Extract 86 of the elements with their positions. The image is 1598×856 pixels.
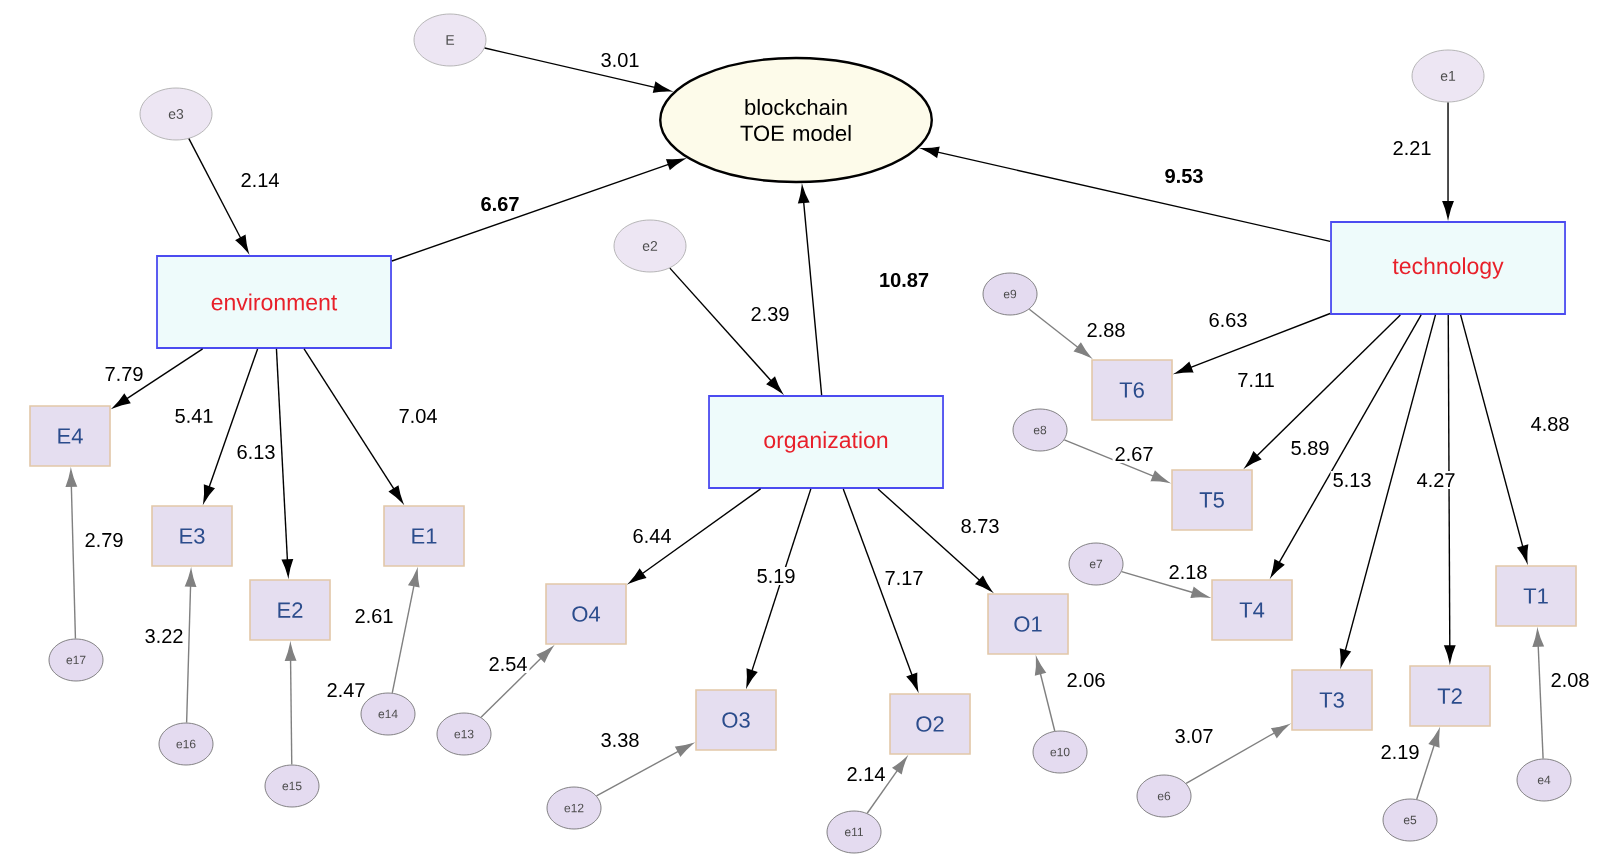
construct-box: technology — [1330, 221, 1566, 315]
indicator-box: T3 — [1291, 669, 1373, 731]
indicator-box: O1 — [987, 593, 1069, 655]
arrow — [391, 569, 420, 694]
arrow — [1120, 570, 1209, 598]
arrow — [184, 569, 197, 724]
edge-label: 2.06 — [1064, 670, 1108, 690]
edge-label: 2.54 — [486, 654, 530, 674]
arrow — [1028, 308, 1091, 358]
edge-label: 3.07 — [1172, 726, 1216, 746]
arrow — [1442, 101, 1454, 219]
indicator-box: E3 — [151, 505, 233, 567]
arrow — [669, 267, 783, 394]
arrow — [629, 488, 762, 584]
edge-label: 9.53 — [1162, 166, 1206, 186]
edge-label: 3.38 — [598, 730, 642, 750]
edge-label: 2.18 — [1166, 562, 1210, 582]
arrow — [1245, 314, 1402, 468]
edge-label: 2.08 — [1548, 670, 1592, 690]
edge-label: 5.19 — [754, 566, 798, 586]
construct-box: environment — [156, 255, 392, 349]
arrow — [1063, 439, 1169, 483]
edge-label: 3.01 — [598, 50, 642, 70]
arrow — [746, 488, 812, 687]
edge-label: 4.88 — [1528, 414, 1572, 434]
indicator-box: O2 — [889, 693, 971, 755]
edge-label: 5.13 — [1330, 470, 1374, 490]
edge-label: 2.21 — [1390, 139, 1434, 157]
arrow — [1339, 314, 1437, 667]
indicator-box: T5 — [1171, 469, 1253, 531]
edge-label: 3.22 — [142, 626, 186, 646]
indicator-box: T6 — [1091, 359, 1173, 421]
edge-label: 2.39 — [748, 304, 792, 324]
edge-label: 8.73 — [958, 516, 1002, 536]
arrow — [877, 488, 992, 592]
arrow — [65, 469, 77, 640]
arrow — [188, 138, 249, 253]
indicator-box: E1 — [383, 505, 465, 567]
indicator-box: T2 — [1409, 665, 1491, 727]
edge-label: 2.67 — [1112, 444, 1156, 464]
edge-label: 10.87 — [877, 270, 932, 290]
edge-label: 5.41 — [172, 407, 216, 425]
edge-label: 7.11 — [1235, 371, 1277, 389]
indicator-box: O4 — [545, 583, 627, 645]
edge-label: 2.79 — [82, 530, 126, 550]
arrow — [866, 757, 907, 814]
arrow — [1459, 314, 1529, 563]
arrow — [1416, 729, 1440, 800]
arrow — [595, 743, 693, 797]
arrow — [203, 348, 259, 503]
arrow — [1270, 314, 1422, 577]
arrow — [284, 643, 297, 766]
arrow — [484, 47, 671, 93]
edge-label: 6.44 — [630, 526, 674, 546]
arrow — [842, 488, 919, 691]
arrow — [275, 348, 293, 577]
arrow — [1175, 312, 1331, 374]
indicator-box: E4 — [29, 405, 111, 467]
arrow — [798, 186, 823, 396]
arrow — [1034, 657, 1056, 732]
indicator-box: T4 — [1211, 579, 1293, 641]
arrow — [1532, 629, 1544, 760]
arrow — [303, 348, 404, 503]
edge-label: 2.14 — [844, 765, 888, 783]
edge-label: 2.14 — [238, 171, 282, 189]
indicator-box: O3 — [695, 689, 777, 751]
edge-label: 2.88 — [1084, 320, 1128, 340]
edge-label: 7.04 — [396, 406, 440, 426]
edge-label: 6.63 — [1206, 310, 1250, 330]
arrow — [921, 146, 1331, 242]
edge-label: 6.67 — [478, 194, 522, 214]
arrow — [480, 646, 553, 718]
arrow — [113, 348, 204, 408]
construct-box: organization — [708, 395, 944, 489]
edge-label: 2.19 — [1378, 742, 1422, 762]
edge-label: 2.61 — [352, 606, 396, 626]
arrow — [1444, 314, 1456, 663]
indicator-box: E2 — [249, 579, 331, 641]
arrow — [391, 158, 685, 262]
arrow — [1185, 724, 1289, 785]
edge-label: 4.27 — [1414, 471, 1458, 489]
edge-label: 7.17 — [882, 569, 926, 587]
edge-label: 6.13 — [234, 442, 278, 462]
edge-label: 7.79 — [102, 364, 146, 384]
edge-label: 5.89 — [1288, 438, 1332, 458]
indicator-box: T1 — [1495, 565, 1577, 627]
